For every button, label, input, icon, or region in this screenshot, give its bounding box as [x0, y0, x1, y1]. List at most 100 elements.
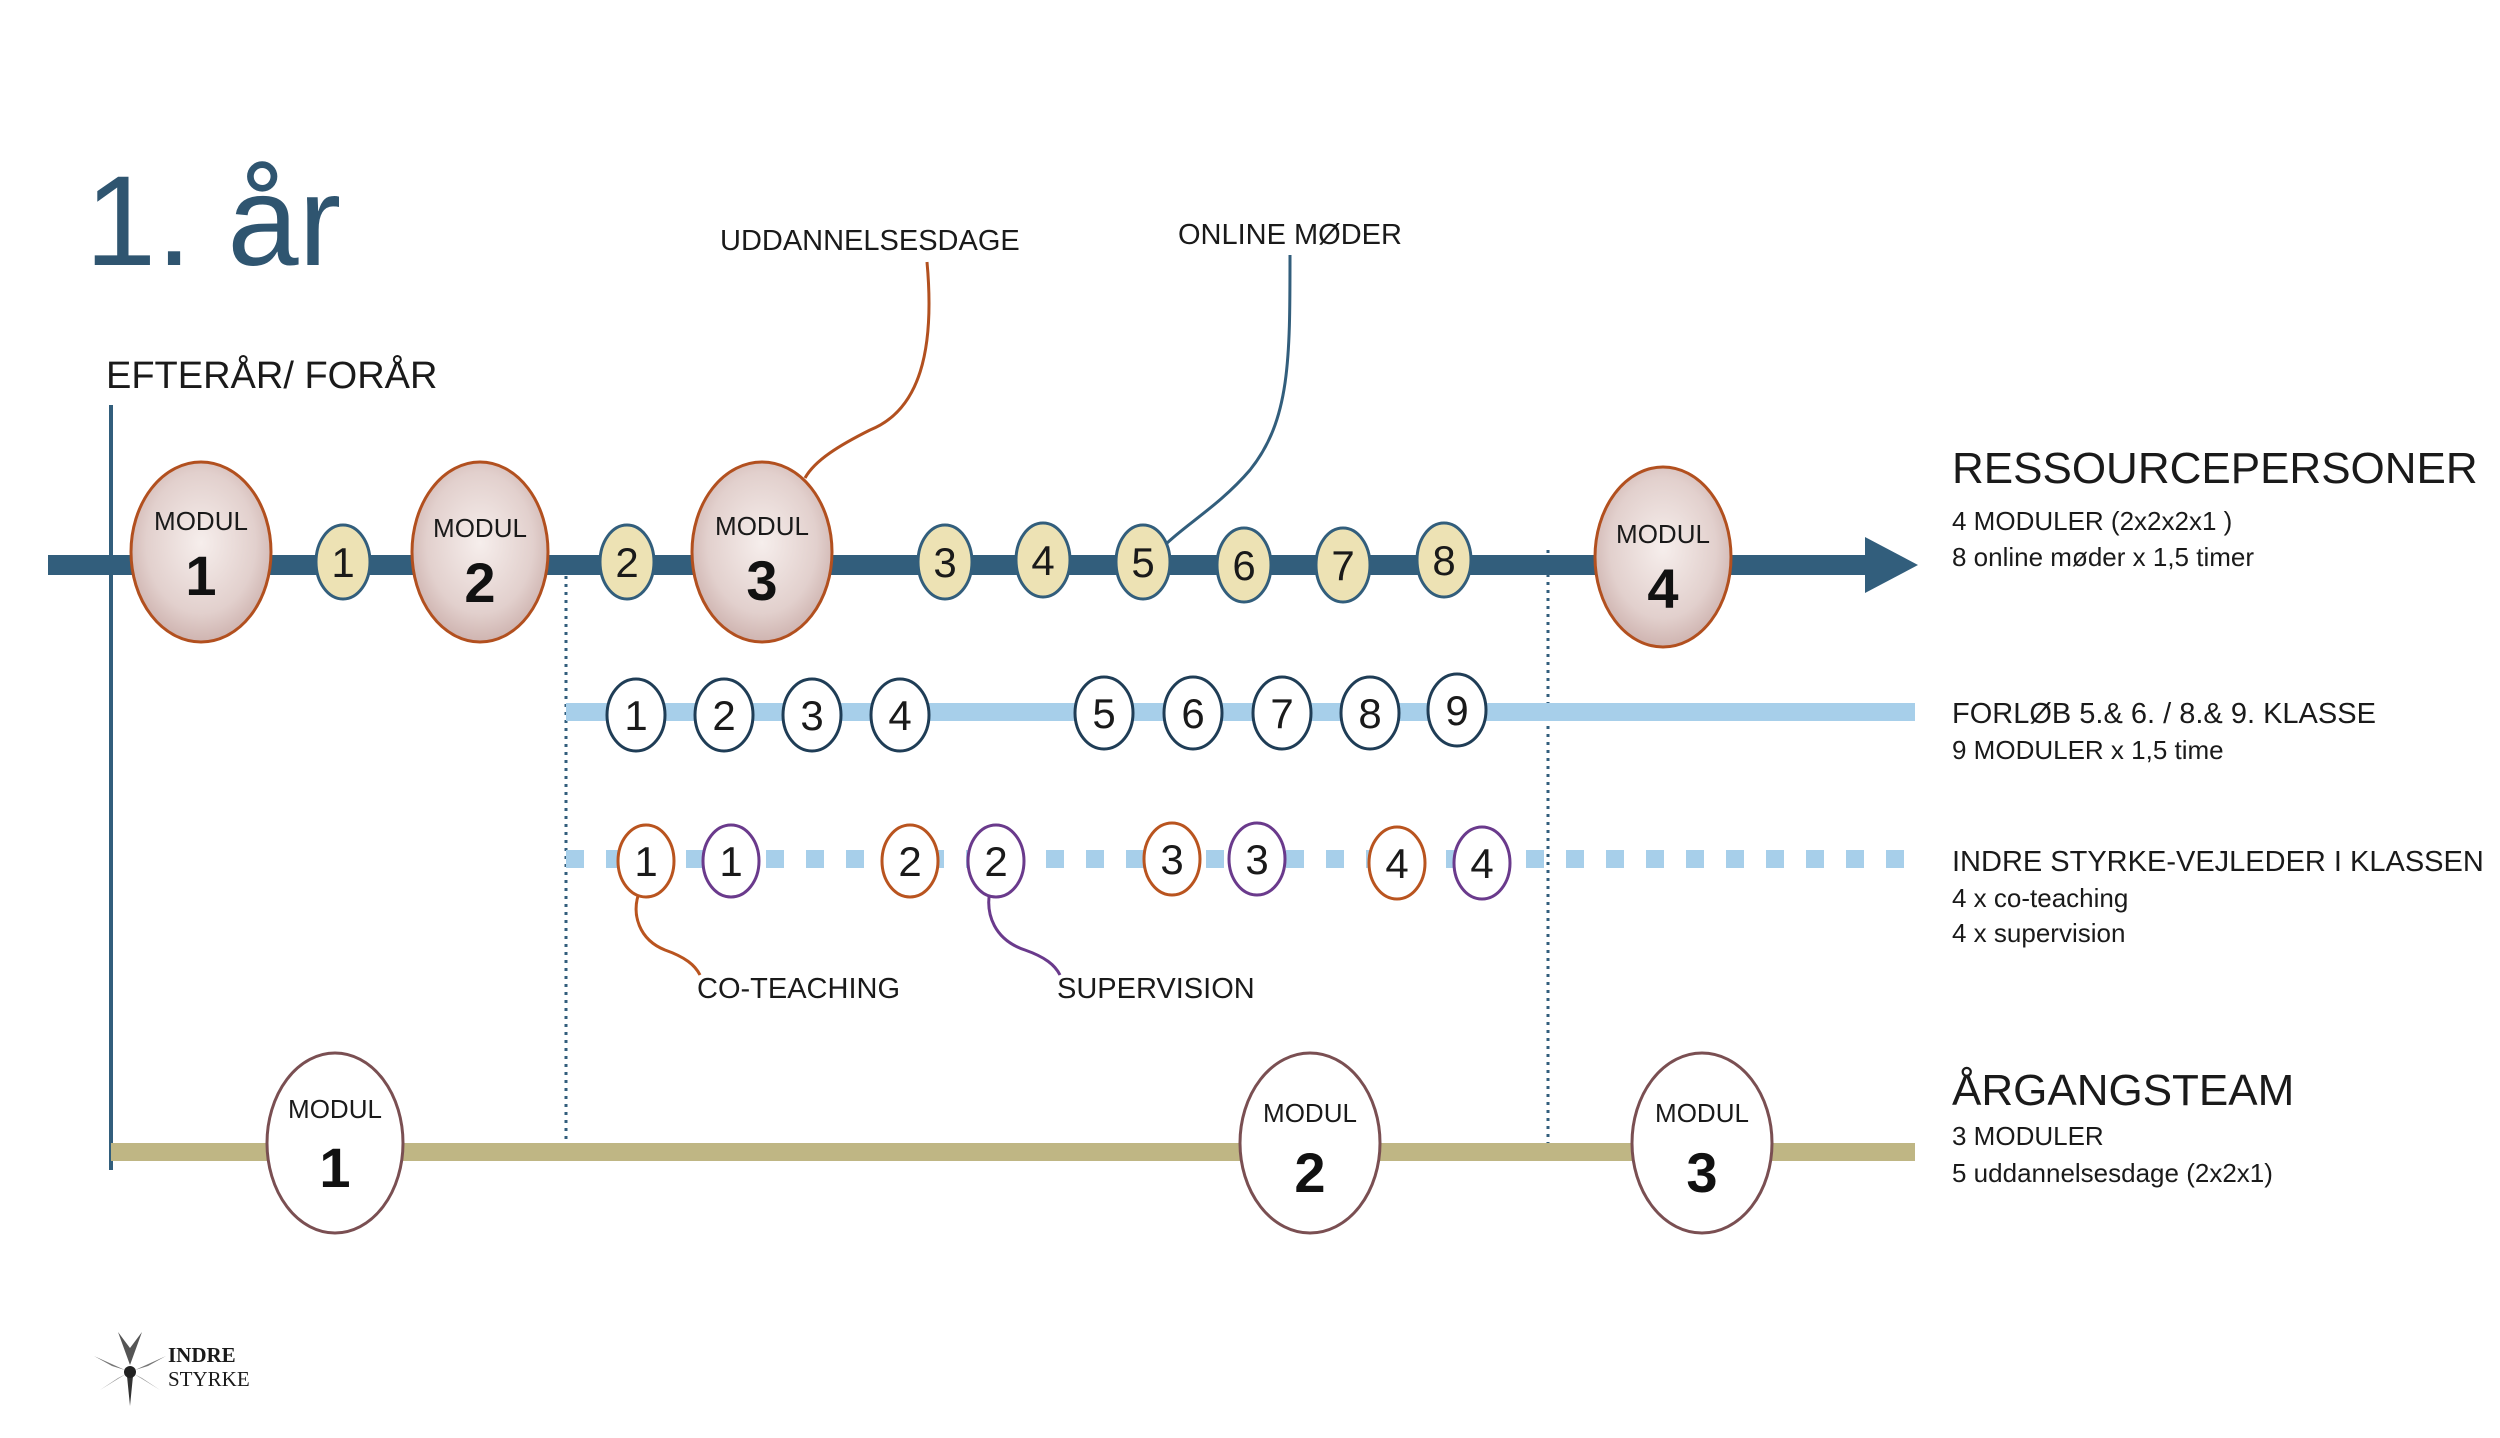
logo-line2: STYRKE: [168, 1367, 250, 1391]
legend-resource-line1: 4 MODULER (2x2x2x1 ): [1952, 506, 2232, 536]
legend-team-line1: 3 MODULER: [1952, 1121, 2104, 1151]
online-meeting-4-shape: [1014, 521, 1072, 599]
co-teaching-4: 4: [1367, 825, 1427, 901]
team-module-2-number: 2: [1294, 1141, 1325, 1204]
course-session-4: 4: [869, 677, 931, 753]
team-module-1-word: MODUL: [288, 1094, 382, 1124]
resource-module-4: MODUL 4: [1593, 465, 1733, 649]
resource-module-4-shape: [1593, 465, 1733, 649]
supervision-1-shape: [701, 823, 761, 899]
co-teaching-3: 3: [1142, 821, 1202, 897]
resource-module-3-word: MODUL: [715, 511, 809, 541]
course-session-5: 5: [1073, 675, 1135, 751]
supervision-4-number: 4: [1470, 840, 1493, 887]
resource-module-2-word: MODUL: [433, 513, 527, 543]
logo: INDRE STYRKE: [94, 1332, 250, 1406]
online-meeting-4: 4: [1014, 521, 1072, 599]
supervision-1: 1: [701, 823, 761, 899]
resource-module-3: MODUL 3: [690, 460, 834, 644]
course-session-4-shape: [869, 677, 931, 753]
resource-module-3-number: 3: [746, 549, 777, 612]
supervision-3-number: 3: [1245, 836, 1268, 883]
online-meeting-1: 1: [314, 523, 372, 601]
legend-coaching: INDRE STYRKE-VEJLEDER I KLASSEN 4 x co-t…: [1952, 846, 2484, 948]
team-module-3-shape: [1630, 1051, 1774, 1235]
course-session-8: 8: [1339, 675, 1401, 751]
resource-module-1-shape: [129, 460, 273, 644]
course-session-9: 9: [1426, 672, 1488, 748]
legend-coaching-heading: INDRE STYRKE-VEJLEDER I KLASSEN: [1952, 846, 2484, 878]
team-module-2: MODUL 2: [1238, 1051, 1382, 1235]
online-meeting-8-number: 8: [1432, 537, 1455, 584]
legend-course: FORLØB 5.& 6. / 8.& 9. KLASSE 9 MODULER …: [1952, 698, 2376, 765]
course-session-6-shape: [1162, 675, 1224, 751]
online-meeting-5: 5: [1114, 523, 1172, 601]
online-meetings-connector: [1163, 254, 1292, 547]
supervision-3-shape: [1227, 821, 1287, 897]
co-teaching-4-shape: [1367, 825, 1427, 901]
team-module-3-number: 3: [1686, 1141, 1717, 1204]
course-session-6: 6: [1162, 675, 1224, 751]
online-meeting-2-shape: [598, 523, 656, 601]
callout-online-meetings: ONLINE MØDER: [1178, 219, 1402, 251]
course-session-7-shape: [1251, 675, 1313, 751]
resource-module-2-shape: [410, 460, 550, 644]
co-teaching-2-shape: [880, 823, 940, 899]
online-meeting-5-shape: [1114, 523, 1172, 601]
resource-module-1-number: 1: [185, 544, 216, 607]
online-meeting-3-number: 3: [933, 539, 956, 586]
supervision-2-shape: [966, 823, 1026, 899]
resource-module-1: MODUL 1: [129, 460, 273, 644]
logo-line1: INDRE: [168, 1343, 236, 1367]
co-teaching-3-number: 3: [1160, 836, 1183, 883]
co-teaching-2: 2: [880, 823, 940, 899]
callout-education-days: UDDANNELSESDAGE: [720, 225, 1020, 257]
course-session-9-number: 9: [1445, 687, 1468, 734]
course-session-3-shape: [781, 677, 843, 753]
education-days-connector: [803, 261, 931, 479]
online-meeting-1-shape: [314, 523, 372, 601]
supervision-3: 3: [1227, 821, 1287, 897]
co-teaching-1-shape: [616, 823, 676, 899]
course-session-6-number: 6: [1181, 690, 1204, 737]
supervision-4-shape: [1452, 825, 1512, 901]
online-meeting-3: 3: [916, 523, 974, 601]
team-module-3-word: MODUL: [1655, 1098, 1749, 1128]
online-meeting-2: 2: [598, 523, 656, 601]
flower-icon: [94, 1332, 166, 1406]
course-session-2-shape: [693, 677, 755, 753]
callout-co-teaching: CO-TEACHING: [697, 973, 900, 1005]
online-meeting-7: 7: [1314, 526, 1372, 604]
course-session-7-number: 7: [1270, 690, 1293, 737]
co-teaching-connector: [634, 889, 702, 976]
online-meeting-6: 6: [1215, 526, 1273, 604]
course-session-7: 7: [1251, 675, 1313, 751]
team-module-2-word: MODUL: [1263, 1098, 1357, 1128]
legend-coaching-line1: 4 x co-teaching: [1952, 883, 2128, 913]
online-meeting-6-number: 6: [1232, 542, 1255, 589]
online-meeting-3-shape: [916, 523, 974, 601]
legend-coaching-line2: 4 x supervision: [1952, 918, 2125, 948]
co-teaching-3-shape: [1142, 821, 1202, 897]
supervision-2-number: 2: [984, 838, 1007, 885]
legend-team: ÅRGANGSTEAM 3 MODULER 5 uddannelsesdage …: [1952, 1066, 2294, 1188]
resource-module-3-shape: [690, 460, 834, 644]
legend-team-line2: 5 uddannelsesdage (2x2x1): [1952, 1158, 2273, 1188]
course-session-5-shape: [1073, 675, 1135, 751]
course-session-8-number: 8: [1358, 690, 1381, 737]
timeline-arrowhead: [1865, 537, 1918, 593]
online-meeting-2-number: 2: [615, 539, 638, 586]
legend-course-line1: 9 MODULER x 1,5 time: [1952, 735, 2224, 765]
course-session-5-number: 5: [1092, 690, 1115, 737]
supervision-connector: [987, 889, 1062, 976]
online-meeting-4-number: 4: [1031, 537, 1054, 584]
co-teaching-2-number: 2: [898, 838, 921, 885]
team-module-3: MODUL 3: [1630, 1051, 1774, 1235]
team-module-1-number: 1: [319, 1136, 350, 1199]
course-session-1-shape: [605, 677, 667, 753]
supervision-4: 4: [1452, 825, 1512, 901]
course-session-2: 2: [693, 677, 755, 753]
callout-supervision: SUPERVISION: [1057, 973, 1255, 1005]
